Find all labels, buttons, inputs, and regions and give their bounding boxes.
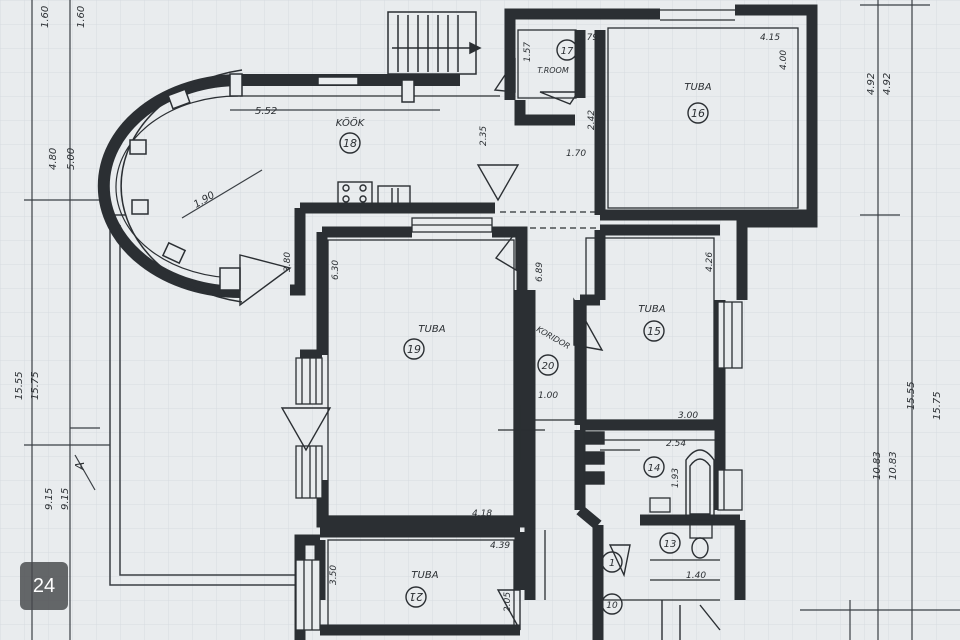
room-18-name: KÖÖK — [336, 116, 366, 129]
dim-254: 2.54 — [666, 439, 686, 449]
dimension-lines — [24, 0, 960, 640]
left-dim-160b: 1.60 — [76, 6, 87, 28]
room-21-number: 21 — [409, 590, 423, 603]
wall-windows — [295, 217, 743, 631]
section-marker: A — [73, 462, 87, 471]
right-dim-1083b: 10.83 — [888, 451, 899, 480]
dim-350: 3.50 — [329, 565, 339, 585]
dim-426: 4.26 — [705, 252, 715, 272]
room-1-number: 1 — [609, 558, 615, 569]
thin-lines — [327, 9, 799, 631]
dim-630: 6.30 — [331, 260, 341, 280]
top-stairs — [387, 11, 482, 75]
interior-dimensions: 5.52 1.90 2.35 1.70 2.42 1.57 1.79 4.15 … — [192, 33, 789, 612]
room-number-circles — [339, 39, 709, 615]
right-dim-1555: 15.55 — [906, 381, 917, 410]
left-dim-1575: 15.75 — [30, 371, 41, 400]
dim-439: 4.39 — [490, 541, 510, 551]
dim-193: 1.93 — [671, 468, 681, 488]
dim-157: 1.57 — [523, 42, 533, 62]
dim-205: 2.05 — [503, 592, 513, 612]
outer-dimensions: 1.60 1.60 4.80 5.00 15.55 15.75 9.15 9.1… — [14, 6, 943, 510]
door-swings — [239, 57, 631, 631]
left-dim-1555: 15.55 — [14, 371, 25, 400]
left-dim-915b: 9.15 — [60, 488, 71, 510]
dim-689: 6.89 — [535, 262, 545, 282]
dim-140: 1.40 — [686, 571, 706, 581]
left-dim-480: 4.80 — [48, 148, 59, 170]
dim-235: 2.35 — [479, 126, 489, 146]
room-17-number: 17 — [561, 46, 574, 57]
room-15-number: 15 — [647, 325, 661, 338]
left-dim-500: 5.00 — [66, 148, 77, 170]
dim-100: 1.00 — [538, 391, 558, 401]
dim-418: 4.18 — [472, 509, 492, 519]
room-21-name: TUBA — [411, 570, 438, 581]
room-20-number: 20 — [542, 361, 555, 372]
bay-windows — [129, 73, 415, 291]
dim-242: 2.42 — [587, 110, 597, 130]
room-13-number: 13 — [664, 539, 677, 550]
room-17-name: T.ROOM — [537, 66, 569, 75]
left-dim-160a: 1.60 — [40, 6, 51, 28]
terrace-outline — [109, 214, 300, 586]
dim-552: 5.52 — [255, 106, 277, 117]
dim-179: 1.79 — [578, 33, 598, 43]
right-dim-1083a: 10.83 — [872, 451, 883, 480]
room-19-number: 19 — [407, 343, 421, 356]
room-10-number: 10 — [606, 601, 618, 611]
left-dim-915a: 9.15 — [44, 488, 55, 510]
room-18-number: 18 — [343, 137, 357, 150]
right-dim-492b: 4.92 — [882, 73, 893, 95]
bathroom-fixtures — [583, 431, 721, 640]
right-dim-492a: 4.92 — [866, 73, 877, 95]
room-16-number: 16 — [691, 107, 705, 120]
dim-380: 3.80 — [283, 252, 293, 272]
image-counter-badge: 24 — [20, 562, 68, 610]
room-15-name: TUBA — [638, 304, 665, 315]
room-19-name: TUBA — [418, 324, 445, 335]
right-dim-1575: 15.75 — [932, 391, 943, 420]
dim-400: 4.00 — [779, 50, 789, 70]
dim-300: 3.00 — [678, 411, 698, 421]
room-16-name: TUBA — [684, 82, 711, 93]
dim-415: 4.15 — [760, 33, 780, 43]
room-14-number: 14 — [648, 463, 661, 474]
kitchen-appliances — [337, 181, 411, 207]
dim-170: 1.70 — [566, 149, 586, 159]
